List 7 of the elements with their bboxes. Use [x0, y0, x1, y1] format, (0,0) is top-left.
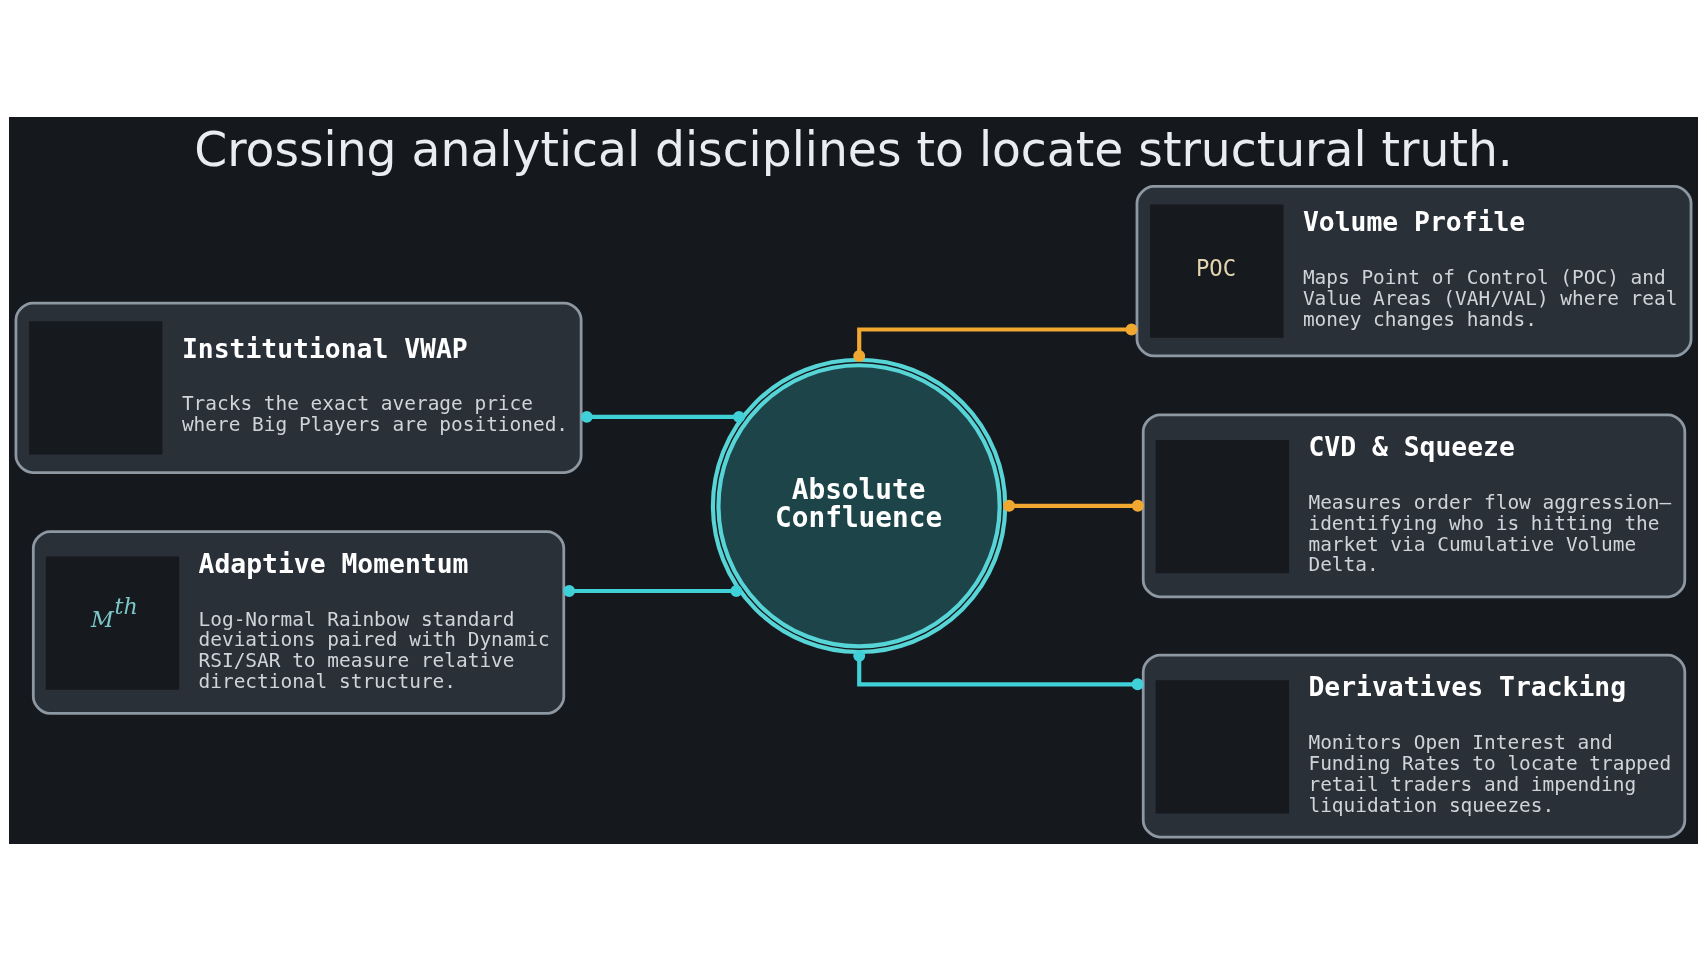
- connector: [580, 410, 745, 423]
- connector: [853, 649, 1144, 690]
- connector: [563, 584, 743, 597]
- diagram-title: Crossing analytical disciplines to locate structural truth.: [194, 121, 1513, 177]
- node-circle: Absolute Confluence: [710, 357, 1008, 654]
- connector: [1003, 499, 1144, 512]
- connector: [853, 323, 1138, 362]
